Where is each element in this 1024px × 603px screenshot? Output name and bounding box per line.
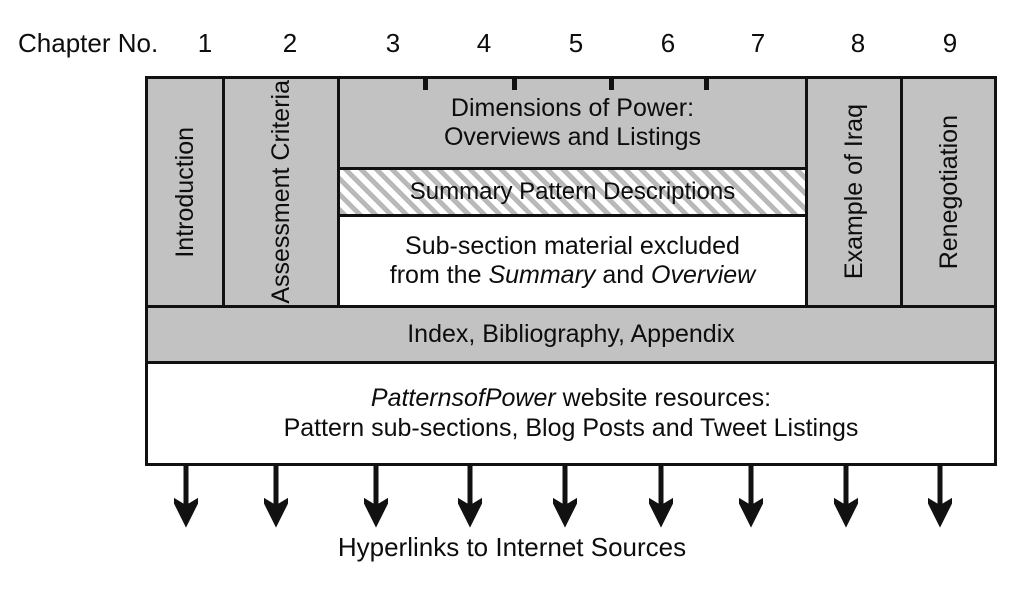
down-arrow-6 (644, 466, 678, 528)
subsection-line-1: Sub-section material excluded (405, 231, 740, 260)
chapter-number-2: 2 (282, 28, 298, 58)
cell-subsection-material-text: Sub-section material excluded from the S… (340, 217, 805, 305)
chapter-number-6: 6 (660, 28, 676, 58)
subsection-italic-overview: Overview (651, 261, 756, 289)
chapter-number-header: Chapter No. 1 2 3 4 5 6 7 8 9 (0, 22, 1024, 64)
cell-summary-pattern-descriptions[interactable]: Summary Pattern Descriptions (337, 167, 808, 217)
website-line-2: Pattern sub-sections, Blog Posts and Twe… (283, 413, 859, 442)
hyperlink-arrows (145, 466, 997, 528)
down-arrow-4 (453, 466, 487, 528)
cell-dimensions-of-power[interactable]: Dimensions of Power: Overviews and Listi… (337, 76, 808, 170)
dimensions-line-1: Dimensions of Power: (450, 93, 695, 122)
hyperlinks-caption: Hyperlinks to Internet Sources (337, 532, 687, 562)
down-arrow-7 (734, 466, 768, 528)
cell-assessment-criteria[interactable]: Assessment Criteria (222, 76, 340, 308)
down-arrow-2 (259, 466, 293, 528)
cell-assessment-criteria-text: Assessment Criteria (267, 80, 295, 304)
cell-website-resources[interactable]: PatternsofPower website resources: Patte… (145, 361, 997, 466)
cell-subsection-material[interactable]: Sub-section material excluded from the S… (337, 214, 808, 308)
down-arrow-3 (359, 466, 393, 528)
chapter-number-9: 9 (942, 28, 958, 58)
chapter-tick-6-7 (704, 79, 709, 90)
cell-index-bibliography-appendix[interactable]: Index, Bibliography, Appendix (145, 305, 997, 364)
website-italic-patternsofpower: PatternsofPower (370, 384, 556, 412)
cell-index-bibliography-appendix-text: Index, Bibliography, Appendix (407, 319, 735, 348)
chapter-number-3: 3 (385, 28, 401, 58)
down-arrow-9 (923, 466, 957, 528)
book-structure-diagram: Introduction Assessment Criteria Dimensi… (145, 76, 997, 466)
chapter-number-8: 8 (850, 28, 866, 58)
down-arrow-5 (548, 466, 582, 528)
website-line-1-rest: website resources: (555, 384, 772, 412)
down-arrow-1 (169, 466, 203, 528)
chapter-tick-4-5 (512, 79, 517, 90)
dimensions-line-2: Overviews and Listings (443, 123, 702, 151)
subsection-italic-summary: Summary (488, 261, 596, 289)
chapter-number-1: 1 (197, 28, 213, 58)
down-arrow-8 (829, 466, 863, 528)
subsection-line-2-pre: from the (389, 261, 489, 289)
cell-renegotiation[interactable]: Renegotiation (900, 76, 997, 308)
cell-renegotiation-text: Renegotiation (934, 114, 963, 270)
chapter-number-7: 7 (750, 28, 766, 58)
cell-introduction[interactable]: Introduction (145, 76, 225, 308)
cell-summary-pattern-descriptions-text: Summary Pattern Descriptions (409, 177, 736, 205)
cell-example-of-iraq-text: Example of Iraq (840, 104, 868, 280)
cell-introduction-text: Introduction (171, 126, 199, 258)
cell-example-of-iraq[interactable]: Example of Iraq (805, 76, 903, 308)
chapter-number-4: 4 (476, 28, 492, 58)
chapter-number-5: 5 (568, 28, 584, 58)
subsection-line-2-mid: and (595, 261, 652, 289)
chapter-tick-5-6 (609, 79, 614, 90)
chapter-tick-3-4 (423, 79, 428, 90)
chapter-no-label: Chapter No. (18, 28, 159, 58)
cell-dimensions-of-power-text: Dimensions of Power: Overviews and Listi… (340, 79, 805, 167)
cell-website-resources-text: PatternsofPower website resources: Patte… (148, 364, 994, 463)
